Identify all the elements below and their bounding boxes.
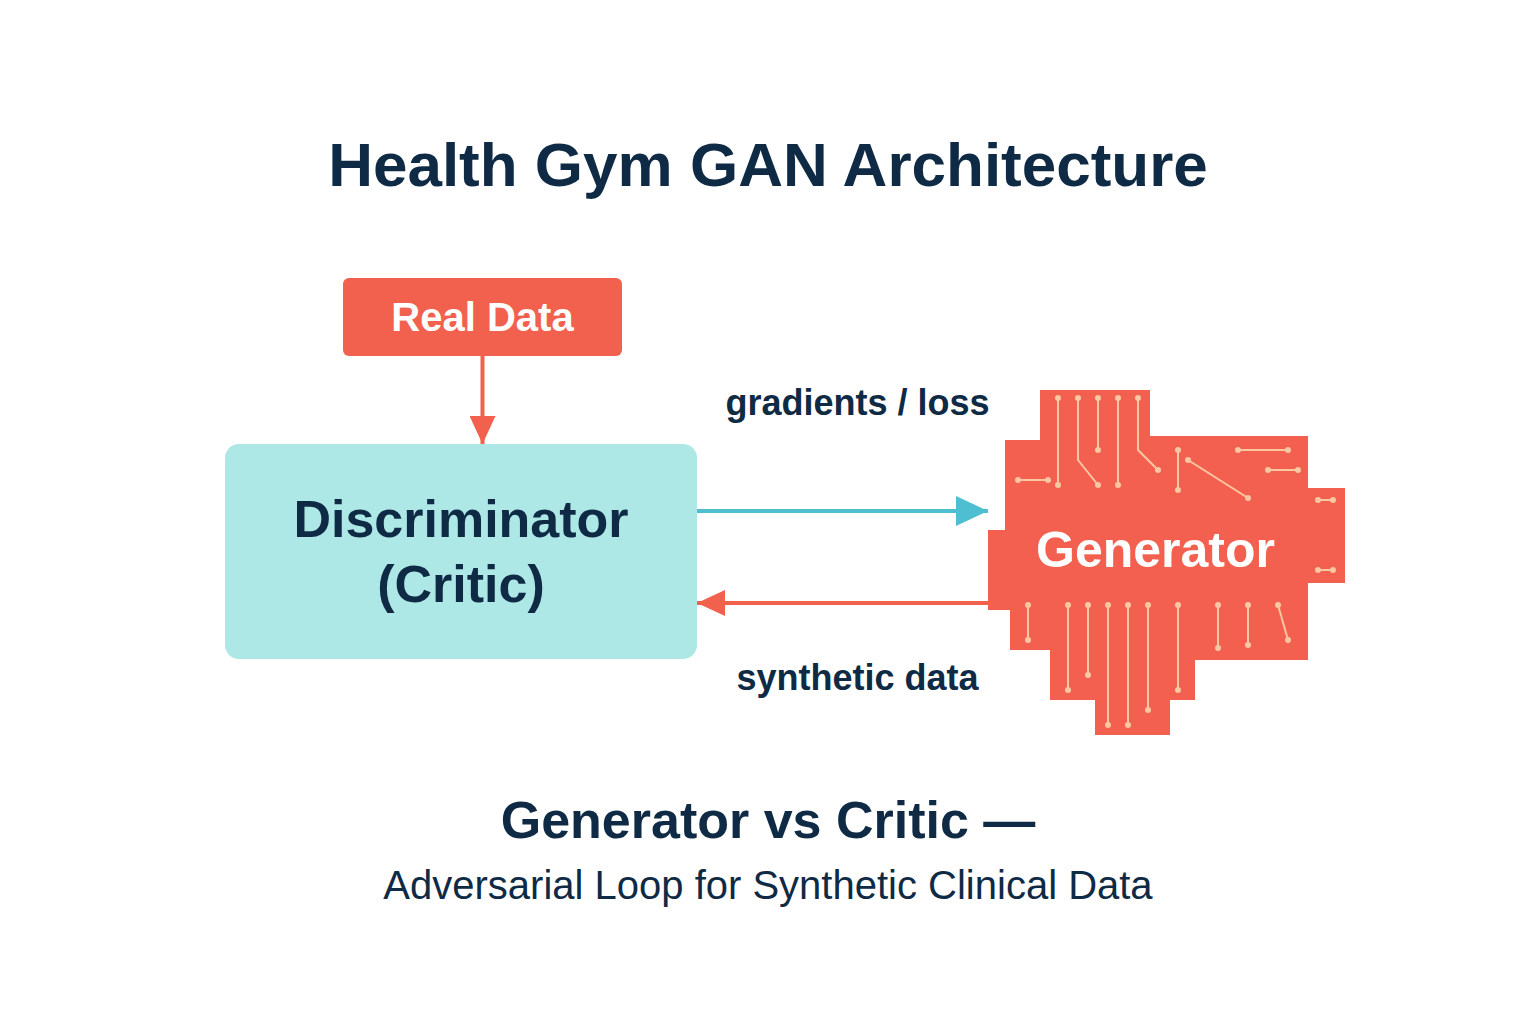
circuit-trace [1238, 449, 1288, 451]
circuit-pad [1115, 482, 1121, 488]
circuit-trace [1117, 398, 1119, 485]
edge-label: gradients / loss [721, 381, 993, 425]
circuit-pad [1105, 722, 1111, 728]
process-box: Discriminator (Critic) [225, 444, 697, 659]
flow-arrow [697, 509, 988, 513]
circuit-pad [1055, 395, 1061, 401]
circuit-pad [1175, 602, 1181, 608]
circuit-pad [1175, 687, 1181, 693]
circuit-pad [1315, 567, 1321, 573]
circuit-pad [1085, 602, 1091, 608]
circuit-pad [1330, 567, 1336, 573]
circuit-pad [1135, 395, 1141, 401]
circuit-trace [1018, 479, 1048, 481]
circuit-pad [1145, 602, 1151, 608]
circuit-trace [1268, 469, 1298, 471]
circuit-pad [1095, 395, 1101, 401]
generator-chip: Generator [988, 390, 1345, 735]
circuit-pad [1265, 467, 1271, 473]
diagram-caption: Generator vs Critic — [0, 788, 1536, 852]
circuit-pad [1155, 467, 1161, 473]
node-label: Discriminator (Critic) [265, 487, 657, 617]
circuit-trace [1217, 605, 1219, 648]
circuit-pad [1245, 495, 1251, 501]
circuit-trace [1138, 398, 1158, 470]
circuit-pad [1215, 602, 1221, 608]
circuit-pad [1245, 642, 1251, 648]
diagram-title: Health Gym GAN Architecture [0, 128, 1536, 202]
circuit-pad [1175, 487, 1181, 493]
node-label: Real Data [391, 292, 573, 342]
process-box: Real Data [343, 278, 622, 356]
node-label: Generator [1036, 519, 1275, 582]
circuit-trace [1127, 605, 1129, 725]
circuit-trace [1087, 605, 1089, 675]
circuit-pad [1295, 467, 1301, 473]
flow-arrow [697, 601, 988, 605]
caption-subtitle: Adversarial Loop for Synthetic Clinical … [0, 860, 1536, 910]
circuit-pad [1125, 602, 1131, 608]
circuit-trace [1057, 398, 1059, 485]
circuit-trace [1247, 605, 1249, 645]
circuit-pad [1055, 482, 1061, 488]
circuit-trace [1107, 605, 1109, 725]
circuit-pad [1275, 602, 1281, 608]
circuit-pad [1045, 477, 1051, 483]
circuit-trace [1067, 605, 1069, 690]
circuit-pad [1095, 482, 1101, 488]
circuit-pad [1330, 497, 1336, 503]
circuit-trace [1177, 450, 1179, 490]
circuit-pad [1075, 395, 1081, 401]
edge-label: synthetic data [732, 656, 982, 700]
circuit-pad [1145, 707, 1151, 713]
circuit-pad [1245, 602, 1251, 608]
circuit-pad [1065, 687, 1071, 693]
circuit-trace [1188, 460, 1248, 498]
circuit-pad [1015, 477, 1021, 483]
circuit-pad [1025, 602, 1031, 608]
circuit-pad [1235, 447, 1241, 453]
circuit-pad [1185, 457, 1191, 463]
circuit-pad [1175, 447, 1181, 453]
circuit-pad [1125, 722, 1131, 728]
circuit-pad [1085, 672, 1091, 678]
circuit-pad [1215, 645, 1221, 651]
circuit-pad [1095, 447, 1101, 453]
circuit-traces [1015, 395, 1336, 728]
circuit-pad [1285, 447, 1291, 453]
circuit-trace [1078, 398, 1098, 485]
circuit-pad [1315, 497, 1321, 503]
circuit-pad [1025, 637, 1031, 643]
circuit-trace [1097, 398, 1099, 450]
circuit-pad [1285, 637, 1291, 643]
circuit-pad [1065, 602, 1071, 608]
circuit-trace [1147, 605, 1149, 710]
circuit-pad [1105, 602, 1111, 608]
flow-arrow [481, 356, 485, 444]
circuit-trace [1177, 605, 1179, 690]
chip-body [988, 390, 1345, 735]
circuit-trace [1278, 605, 1288, 640]
circuit-pad [1115, 395, 1121, 401]
circuit-trace [1027, 605, 1029, 640]
